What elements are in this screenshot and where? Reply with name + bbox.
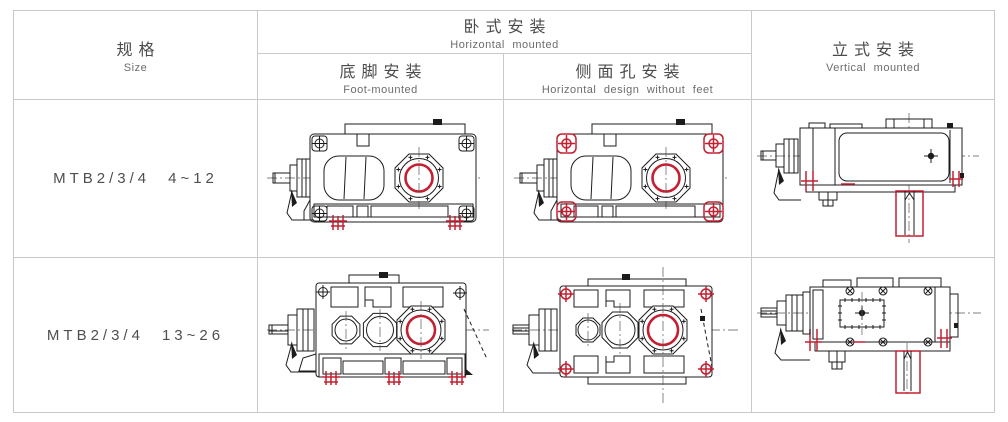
drawing-foot-mounted-mtb-4-12: [266, 118, 483, 230]
header-vertical-en: Vertical mounted: [826, 62, 920, 74]
drawing-cell-foot-mounted-4-12: [258, 100, 504, 258]
header-vertical-zh: 立式安装: [831, 42, 920, 59]
header-horizontal-cell: 卧式安装 Horizontal mounted: [258, 11, 752, 54]
model-cell-mtb-13-26: MTB2/3/4 13~26: [14, 258, 258, 412]
drawing-cell-vertical-13-26: [752, 258, 994, 412]
header-foot-mounted-zh: 底脚安装: [339, 63, 428, 81]
model-range: 4~12: [168, 170, 218, 187]
model-label: MTB2/3/4 13~26: [47, 327, 224, 344]
model-name: MTB2/3/4: [53, 170, 151, 187]
header-side-hole-cell: 侧面孔安装 Horizontal design without feet: [504, 54, 752, 100]
drawing-cell-side-hole-13-26: [504, 258, 752, 412]
header-side-hole-en: Horizontal design without feet: [541, 83, 714, 96]
drawing-side-hole-mtb-4-12: [513, 118, 730, 222]
model-cell-mtb-4-12: MTB2/3/4 4~12: [14, 100, 258, 258]
drawing-cell-side-hole-4-12: [504, 100, 752, 258]
drawing-cell-foot-mounted-13-26: [258, 258, 504, 412]
header-horizontal-en: Horizontal mounted: [450, 39, 559, 51]
header-side-hole-zh: 侧面孔安装: [575, 63, 686, 81]
drawing-vertical-mtb-4-12: [757, 112, 979, 243]
header-vertical-cell: 立式安装 Vertical mounted: [752, 11, 994, 100]
model-label: MTB2/3/4 4~12: [53, 170, 218, 187]
model-name: MTB2/3/4: [46, 326, 144, 344]
drawing-cell-vertical-4-12: [752, 100, 994, 258]
header-foot-mounted-en: Foot-mounted: [343, 83, 418, 96]
header-size-cell: 规格 Size: [14, 11, 258, 100]
drawing-foot-mounted-mtb-13-26: [266, 272, 489, 385]
header-size-en: Size: [123, 62, 148, 74]
drawing-side-hole-mtb-13-26: [511, 267, 738, 403]
header-size-zh: 规格: [116, 42, 161, 59]
header-horizontal-zh: 卧式安装: [463, 19, 552, 36]
drawing-vertical-mtb-13-26: [757, 277, 981, 395]
header-foot-mounted-cell: 底脚安装 Foot-mounted: [258, 54, 504, 100]
mounting-spec-table: 规格 Size 卧式安装 Horizontal mounted 立式安装 Ver…: [13, 10, 995, 413]
model-range: 13~26: [161, 326, 225, 344]
